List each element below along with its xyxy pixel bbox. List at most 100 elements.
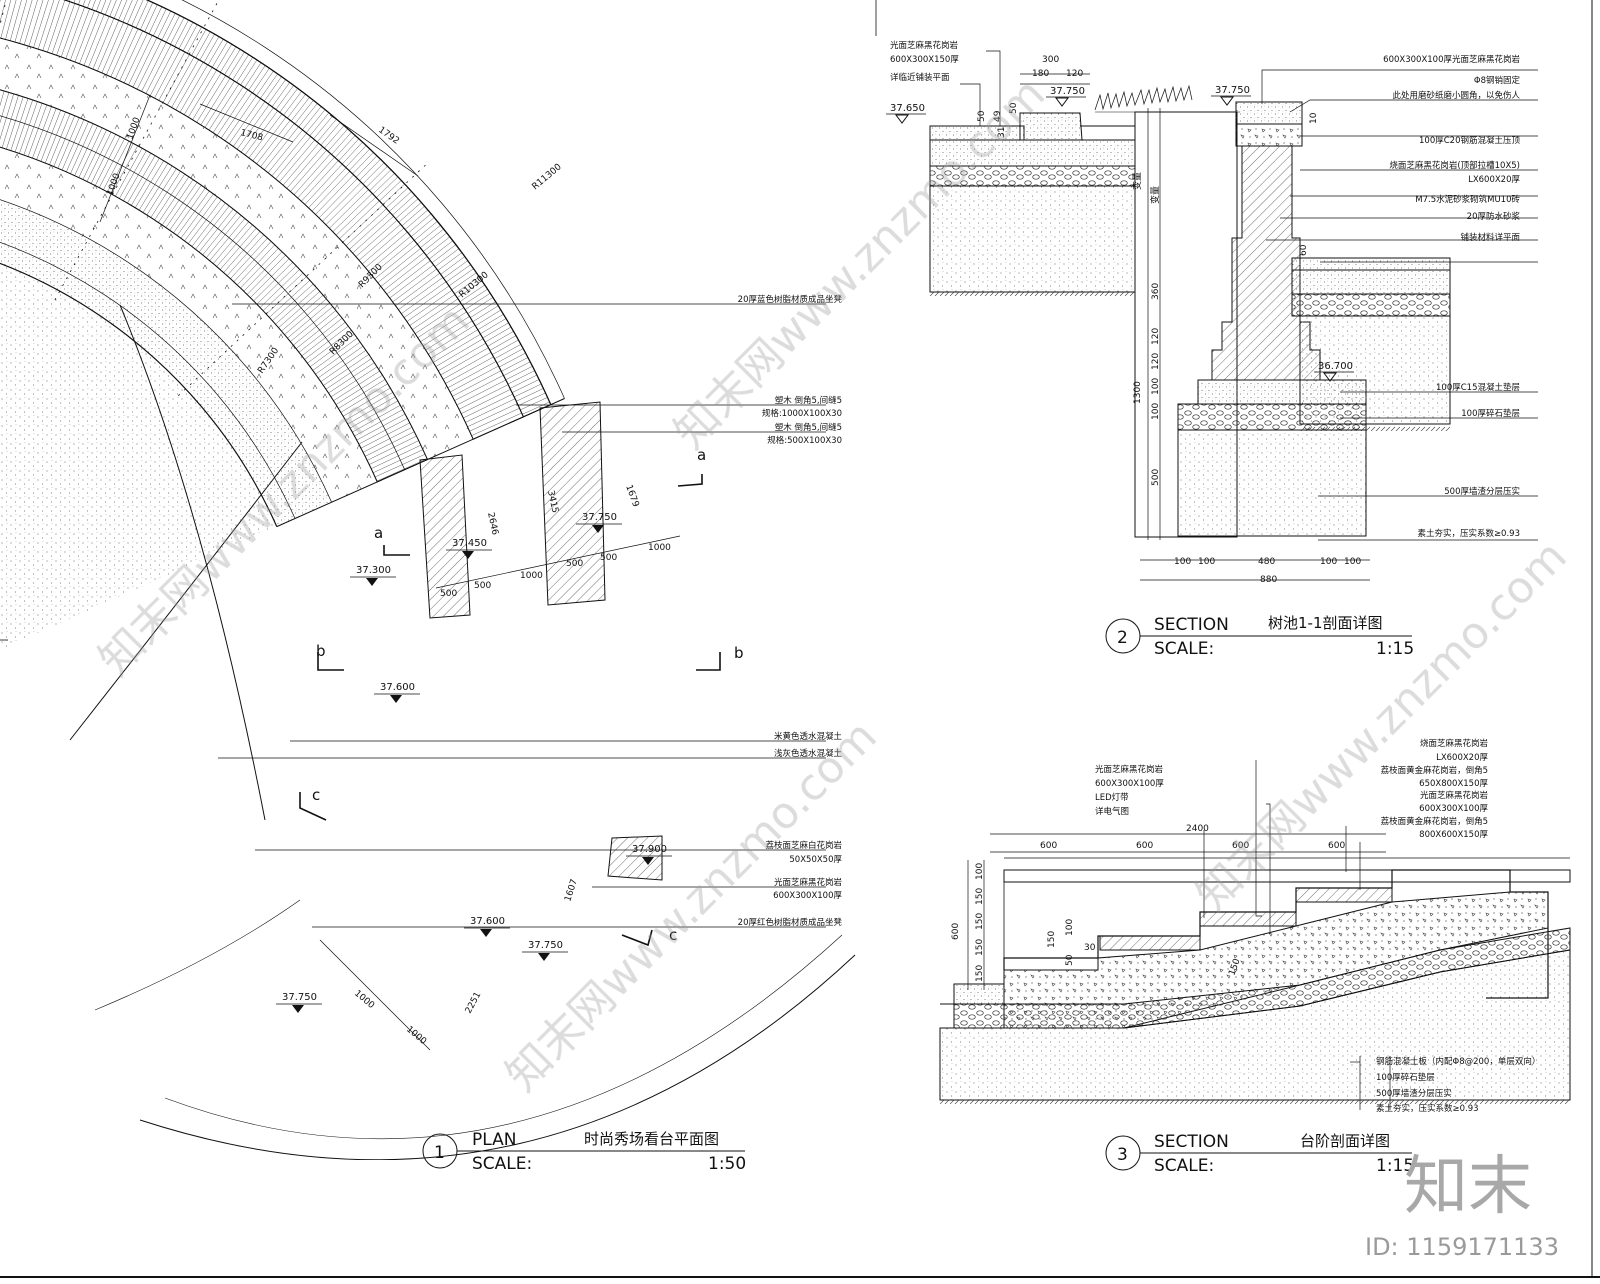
- plank-joint: [154, 49, 181, 99]
- plank-joint: [304, 325, 349, 360]
- plank-joint: [363, 427, 413, 453]
- plank-joint: [191, 202, 226, 247]
- plank-joint: [158, 51, 186, 101]
- plaza-joint-line: [119, 304, 266, 821]
- plank-joint: [0, 93, 14, 140]
- plank-joint: [203, 36, 220, 63]
- plank-joint: [100, 0, 107, 14]
- section2-top-dims: 300 180 120: [1032, 55, 1083, 79]
- stair-notch: [607, 835, 663, 881]
- plank-joint: [135, 160, 164, 208]
- plank-joint: [192, 72, 222, 120]
- plank-joint: [115, 28, 139, 79]
- radius-label: R11300: [531, 162, 564, 192]
- plank-joint: [330, 366, 378, 398]
- plank-joint: [295, 314, 340, 349]
- plank-joint: [372, 173, 395, 195]
- plank-joint: [65, 6, 85, 59]
- plank-joint: [61, 5, 80, 57]
- dim-label: 120: [1151, 353, 1161, 370]
- mortar-layer: [929, 139, 1136, 167]
- plank-joint: [119, 30, 143, 81]
- section-letter: a: [374, 524, 383, 542]
- plank-joint: [73, 0, 76, 4]
- plan-radial-ticks: [0, 0, 428, 396]
- plank-joint: [91, 0, 96, 10]
- plank-joint: [392, 194, 415, 216]
- dim-label: 360: [1151, 283, 1161, 300]
- plank-joint: [1, 95, 19, 148]
- plank-joint: [66, 121, 89, 172]
- plank-joint: [482, 322, 509, 339]
- plank-joint: [443, 260, 468, 279]
- plank-joint: [371, 240, 415, 276]
- plan-arc: [0, 115, 406, 470]
- plank-joint: [451, 272, 477, 290]
- plank-joint: [355, 220, 398, 257]
- plank-joint: [369, 440, 419, 465]
- plan-title-block: 1 PLAN 时尚秀场看台平面图 SCALE: 1:50: [422, 1130, 746, 1174]
- plank-joint: [206, 215, 242, 258]
- plank-joint: [430, 329, 478, 359]
- plank-joint: [355, 155, 378, 178]
- plaza-joint-line: [94, 899, 301, 1011]
- plank-joint: [236, 57, 253, 83]
- section2-right-note: 烧面芝麻黑花岗岩(顶部拉槽10X5): [1389, 160, 1520, 171]
- plank-joint: [438, 343, 486, 371]
- plan-arc: [0, 199, 332, 503]
- plank-joint: [51, 1, 71, 54]
- plank-joint: [220, 227, 257, 270]
- plank-joint: [40, 110, 61, 162]
- plank-joint: [5, 0, 17, 40]
- plank-joint: [369, 169, 392, 191]
- section2-right-note: 素土夯实，压实系数≥0.93: [1417, 528, 1520, 539]
- plank-joint: [379, 180, 402, 202]
- plank-joint: [282, 143, 319, 186]
- section3-right-note: 烧面芝麻黑花岗岩: [1420, 738, 1489, 749]
- plank-joint: [499, 352, 526, 368]
- plank-joint: [317, 118, 337, 143]
- plank-joint: [516, 388, 544, 402]
- plank-joint: [376, 176, 399, 198]
- plank-joint: [216, 89, 248, 136]
- plank-joint: [287, 302, 330, 339]
- section3-right-note: 光面芝麻黑花岗岩: [1420, 790, 1489, 801]
- dim-label: 30: [1084, 943, 1096, 953]
- plank-joint: [86, 132, 112, 182]
- plank-joint: [373, 449, 424, 473]
- plank-joint: [342, 204, 384, 243]
- section2-title-block: 2 SECTION 树池1-1剖面详图 SCALE: 1:15: [1105, 614, 1414, 659]
- plan-drawing: [0, 0, 856, 1160]
- plank-joint: [158, 176, 190, 223]
- plank-joint: [331, 131, 352, 155]
- plank-joint: [131, 0, 144, 26]
- plank-joint: [329, 189, 369, 229]
- dim-label: 1000: [648, 543, 671, 553]
- plan-elevation-markers: 37.30037.45037.75037.60037.90037.60037.7…: [276, 512, 672, 1013]
- plank-joint: [358, 418, 408, 445]
- plank-joint: [365, 231, 408, 268]
- section3-left-notes: 光面芝麻黑花岗岩 600X300X100厚 LED灯带 详电气图: [1095, 764, 1164, 817]
- section2-right-notes: 600X300X100厚光面芝麻黑花岗岩 Φ8钢销固定 此处用磨砂纸磨小圆角，以…: [1383, 54, 1520, 539]
- plank-joint: [240, 59, 258, 86]
- plank-joint: [200, 78, 231, 125]
- plank-joint: [435, 338, 484, 367]
- plank-joint: [290, 149, 327, 192]
- elevation-triangle: [462, 551, 474, 559]
- section3-right-note: 600X300X100厚: [1419, 804, 1488, 814]
- section3-right-note: 800X600X150厚: [1419, 830, 1488, 840]
- plank-joint: [458, 384, 509, 410]
- plank-joint: [309, 112, 330, 137]
- plank-joint: [437, 252, 463, 271]
- dim-label: 150: [975, 939, 985, 956]
- dim-label: 100: [1151, 403, 1161, 420]
- plank-joint: [171, 59, 199, 108]
- plank-joint: [284, 298, 327, 335]
- plank-joint: [403, 285, 450, 318]
- plank-joint: [142, 165, 173, 213]
- section-letter: c: [312, 786, 320, 804]
- plank-joint: [226, 234, 264, 276]
- plank-joint: [228, 51, 245, 78]
- arc-dim: 1607: [563, 878, 580, 903]
- plank-joint: [195, 205, 230, 250]
